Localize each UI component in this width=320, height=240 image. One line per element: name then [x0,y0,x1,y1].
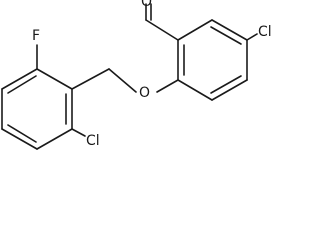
aldehyde-group [145,3,179,41]
bond [1,68,38,90]
bond [36,128,73,150]
bond [71,128,86,137]
bond [145,19,179,41]
bond [1,128,38,150]
ether-linkage [71,68,179,93]
chemical-structure-diagram: Cl O F Cl O [1,0,272,150]
bond [156,79,179,93]
bond [246,33,258,41]
atom-label-o-ether: O [139,85,150,101]
atom-label-cl-bottom: Cl [86,133,100,149]
bond-double-inner [210,75,242,94]
bond [211,19,248,41]
bond [177,19,213,41]
bond [71,68,110,90]
benzaldehyde-ring [177,19,248,101]
bond [177,79,213,101]
bond [36,68,73,90]
bond [211,79,248,101]
bond-double-inner [210,26,242,45]
atom-label-o-aldehyde: O [141,0,152,10]
bond-double-inner [7,75,37,94]
atom-label-cl-right: Cl [258,24,272,40]
atom-label-f: F [32,28,40,44]
bond [108,68,137,93]
bond-double-inner [7,124,37,143]
benzyl-ring [1,68,73,150]
